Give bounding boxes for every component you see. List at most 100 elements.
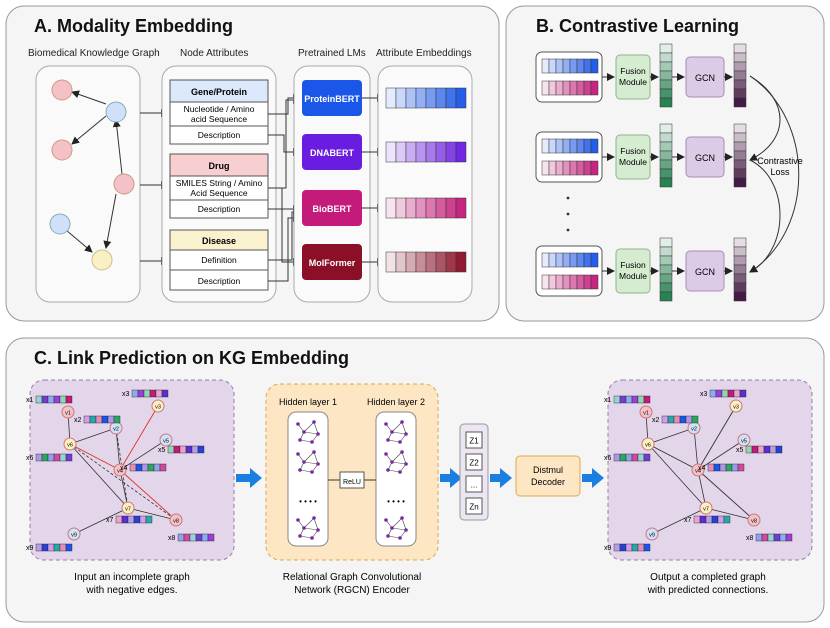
- attribute-embeddings-label: Attribute Embeddings: [376, 48, 472, 59]
- feature-label: x1: [26, 397, 34, 404]
- fusion-output-vector: [659, 43, 673, 108]
- rgcn-caption-line2: Network (RGCN) Encoder: [294, 585, 410, 596]
- drug-description: Description: [198, 204, 241, 214]
- fusion-output-vector: [659, 237, 673, 302]
- relu-box: [339, 471, 365, 489]
- hidden-layer-1-box: [287, 411, 329, 547]
- pretrained-lms-label: Pretrained LMs: [298, 48, 366, 59]
- hidden-layer-2-box: [375, 411, 417, 547]
- embedding-proteinbert: [385, 87, 467, 109]
- feature-label: x8: [168, 535, 176, 542]
- node-label: v3: [733, 405, 739, 411]
- hidden-layer-1-dots: • • • •: [299, 497, 317, 506]
- node-label: v7: [703, 507, 709, 513]
- gene-attributes: Gene/Protein Nucleotide / Amino acid Seq…: [169, 79, 269, 145]
- lm-molformer: MolFormer: [302, 244, 362, 280]
- node-label: v3: [155, 405, 161, 411]
- feature-vector: x6: [604, 453, 651, 462]
- rgcn-caption-line1: Relational Graph Convolutional: [283, 572, 421, 583]
- row-blue-embedding: [541, 252, 599, 268]
- node-label: v2: [113, 427, 119, 433]
- row-magenta-embedding: [541, 160, 599, 176]
- gcn-label: GCN: [695, 73, 715, 83]
- gcn-output-vector: [733, 237, 747, 302]
- feature-vector: x9: [604, 543, 651, 552]
- node-label: v6: [67, 443, 73, 449]
- fusion-label-line2: Module: [619, 271, 647, 281]
- feature-vector: x8: [746, 533, 793, 542]
- node-label: v1: [65, 411, 71, 417]
- fusion-label-line1: Fusion: [620, 66, 646, 76]
- panel-a-title: A. Modality Embedding: [34, 16, 233, 36]
- node-label: v4: [117, 469, 123, 475]
- gene-description: Description: [198, 130, 241, 140]
- feature-vector: x3: [122, 389, 169, 398]
- attribute-embedding-vectors: [385, 87, 467, 273]
- fusion-label-line2: Module: [619, 77, 647, 87]
- z-label: Zn: [469, 503, 478, 512]
- embedding-dnabert: [385, 141, 467, 163]
- mini-graph: [296, 516, 320, 540]
- fusion-output-vector: [659, 123, 673, 188]
- fusion-label-line1: Fusion: [620, 260, 646, 270]
- fusion-label-line2: Module: [619, 157, 647, 167]
- decoder-line1: Distmul: [533, 465, 563, 475]
- decoder-line2: Decoder: [531, 477, 565, 487]
- output-caption-line1: Output a completed graph: [650, 572, 766, 583]
- feature-vector: x1: [604, 395, 651, 404]
- contrastive-loss-line1: Contrastive: [757, 156, 803, 166]
- feature-label: x2: [652, 417, 660, 424]
- input-caption-line2: with negative edges.: [85, 585, 177, 596]
- lm-dnabert: DNABERT: [302, 134, 362, 170]
- disease-header: Disease: [202, 236, 236, 246]
- feature-vector: x9: [26, 543, 73, 552]
- drug-attributes: Drug SMILES String / Amino Acid Sequence…: [169, 153, 269, 219]
- feature-label: x2: [74, 417, 82, 424]
- feature-vector: x7: [106, 515, 153, 524]
- kg-edges: [65, 90, 123, 253]
- mini-graph: [384, 516, 408, 540]
- gcn-output-vector: [733, 123, 747, 188]
- drug-header: Drug: [209, 161, 230, 171]
- arrow-to-rgcn: [236, 468, 262, 488]
- panel-c-title: C. Link Prediction on KG Embedding: [34, 348, 349, 368]
- lm-biobert-label: BioBERT: [313, 204, 352, 214]
- feature-vector: x6: [26, 453, 73, 462]
- gene-header: Gene/Protein: [191, 87, 247, 97]
- feature-vector: x8: [168, 533, 215, 542]
- panel-a: A. Modality Embedding Biomedical Knowled…: [5, 5, 500, 322]
- feature-vector: x4: [698, 463, 745, 472]
- feature-vector: x2: [652, 415, 699, 424]
- embeddings-box: [377, 65, 473, 303]
- node-label: v5: [741, 439, 747, 445]
- panel-b-title: B. Contrastive Learning: [536, 16, 739, 36]
- node-label: v6: [645, 443, 651, 449]
- disease-description: Description: [198, 276, 241, 286]
- disease-definition: Definition: [201, 255, 237, 265]
- arrow-to-z: [440, 468, 462, 488]
- fusion-label-line1: Fusion: [620, 146, 646, 156]
- gcn-label: GCN: [695, 153, 715, 163]
- decoder-box: [515, 455, 581, 497]
- row-blue-embedding: [541, 138, 599, 154]
- disease-attributes: Disease Definition Description: [169, 229, 269, 291]
- feature-vector: x5: [158, 445, 205, 454]
- graph-node: v6: [63, 437, 77, 451]
- feature-label: x6: [604, 455, 612, 462]
- feature-label: x3: [122, 391, 130, 398]
- relu-label: ReLU: [343, 479, 361, 486]
- lm-dnabert-label: DNABERT: [310, 148, 355, 158]
- feature-label: x5: [158, 447, 166, 454]
- gcn-output-vector: [733, 43, 747, 108]
- gene-sequence-line1: Nucleotide / Amino: [184, 104, 255, 114]
- node-label: v4: [695, 469, 701, 475]
- lm-proteinbert: ProteinBERT: [302, 80, 362, 116]
- kg-column-label: Biomedical Knowledge Graph: [28, 48, 160, 59]
- graph-node: v7: [699, 501, 713, 515]
- node-label: v1: [643, 411, 649, 417]
